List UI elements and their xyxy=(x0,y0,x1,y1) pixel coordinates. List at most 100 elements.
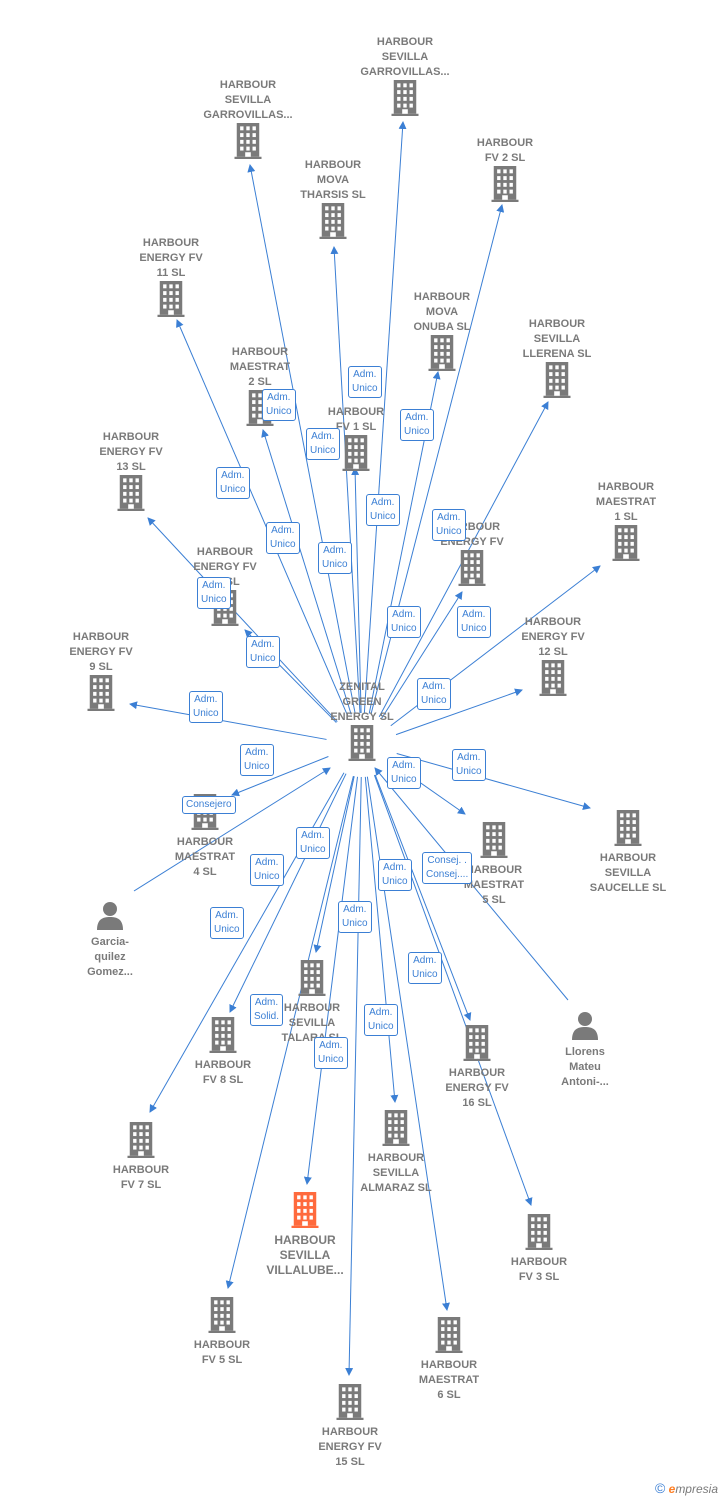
building-icon xyxy=(250,1192,360,1233)
node-label: HARBOUR SEVILLA GARROVILLAS... xyxy=(203,79,293,121)
node-fv16[interactable]: HARBOUR ENERGY FV 16 SL xyxy=(422,1025,532,1111)
relation-label[interactable]: Adm. Unico xyxy=(378,859,412,891)
relation-label[interactable]: Adm. Unico xyxy=(262,389,296,421)
node-label: HARBOUR MOVA THARSIS SL xyxy=(300,159,366,201)
building-icon xyxy=(278,203,388,244)
person-icon xyxy=(530,1010,640,1045)
node-label: HARBOUR SEVILLA SAUCELLE SL xyxy=(589,852,667,894)
relation-label[interactable]: Adm. Unico xyxy=(387,757,421,789)
relation-label[interactable]: Adm. Unico xyxy=(318,542,352,574)
building-icon xyxy=(168,1017,278,1058)
relation-label[interactable]: Adm. Unico xyxy=(387,606,421,638)
building-icon xyxy=(257,960,367,1001)
node-llerena[interactable]: HARBOUR SEVILLA LLERENA SL xyxy=(502,317,612,403)
relation-label[interactable]: Adm. Unico xyxy=(338,901,372,933)
node-fv9[interactable]: HARBOUR ENERGY FV 9 SL xyxy=(46,630,156,716)
edge-n_fv13 xyxy=(147,517,338,723)
building-icon xyxy=(450,166,560,207)
node-fv12[interactable]: HARBOUR ENERGY FV 12 SL xyxy=(498,615,608,701)
node-fv15[interactable]: HARBOUR ENERGY FV 15 SL xyxy=(295,1384,405,1470)
empresia-logo[interactable]: © empresia xyxy=(655,1480,718,1496)
relation-label[interactable]: Adm. Unico xyxy=(364,1004,398,1036)
node-fv2[interactable]: HARBOUR FV 2 SL xyxy=(450,136,560,207)
node-garcia[interactable]: Garcia- quilez Gomez... xyxy=(55,900,165,980)
relation-label[interactable]: Adm. Unico xyxy=(348,366,382,398)
node-label: HARBOUR SEVILLA GARROVILLAS... xyxy=(360,36,450,78)
node-onuba[interactable]: HARBOUR MOVA ONUBA SL xyxy=(387,290,497,376)
node-fv3[interactable]: HARBOUR FV 3 SL xyxy=(484,1214,594,1285)
relation-label[interactable]: Adm. Solid. xyxy=(250,994,284,1026)
relation-label[interactable]: Adm. Unico xyxy=(266,522,300,554)
edge-n_fv11 xyxy=(176,319,349,716)
node-label: HARBOUR FV 1 SL xyxy=(327,406,385,433)
relation-label[interactable]: Adm. Unico xyxy=(240,744,274,776)
node-garro2[interactable]: HARBOUR SEVILLA GARROVILLAS... xyxy=(193,78,303,164)
relation-label[interactable]: Adm. Unico xyxy=(452,749,486,781)
relation-label[interactable]: Consejero xyxy=(182,796,236,814)
node-fv11[interactable]: HARBOUR ENERGY FV 11 SL xyxy=(116,236,226,322)
node-maestrat6[interactable]: HARBOUR MAESTRAT 6 SL xyxy=(394,1317,504,1403)
node-villalube[interactable]: HARBOUR SEVILLA VILLALUBE... xyxy=(250,1192,360,1278)
center-node[interactable]: ZENITAL GREEN ENERGY SL xyxy=(307,680,417,766)
node-maestrat2[interactable]: HARBOUR MAESTRAT 2 SL xyxy=(205,345,315,431)
node-fv7[interactable]: HARBOUR FV 7 SL xyxy=(86,1122,196,1193)
relation-label[interactable]: Adm. Unico xyxy=(400,409,434,441)
building-icon xyxy=(307,725,417,766)
brand-initial: e xyxy=(668,1482,676,1496)
node-fv5[interactable]: HARBOUR FV 5 SL xyxy=(167,1297,277,1368)
node-garro1[interactable]: HARBOUR SEVILLA GARROVILLAS... xyxy=(350,35,460,121)
edge-n_fv3 xyxy=(373,774,533,1206)
relation-label[interactable]: Adm. Unico xyxy=(246,636,280,668)
edge-n_fv5 xyxy=(225,775,354,1289)
building-icon xyxy=(394,1317,504,1358)
node-label: HARBOUR SEVILLA LLERENA SL xyxy=(522,318,592,360)
node-maestrat_r[interactable]: HARBOUR MAESTRAT 5 SL xyxy=(439,822,549,908)
node-saucelle[interactable]: HARBOUR SEVILLA SAUCELLE SL xyxy=(573,810,683,896)
relation-label[interactable]: Adm. Unico xyxy=(314,1037,348,1069)
node-label: HARBOUR MAESTRAT 2 SL xyxy=(229,346,291,388)
edge-n_garro2 xyxy=(247,164,356,714)
node-tharsis[interactable]: HARBOUR MOVA THARSIS SL xyxy=(278,158,388,244)
edge-n_llorens xyxy=(374,767,569,1001)
relation-label[interactable]: Adm. Unico xyxy=(366,494,400,526)
building-icon xyxy=(573,810,683,851)
building-icon xyxy=(484,1214,594,1255)
node-fv1[interactable]: HARBOUR FV 1 SL xyxy=(301,405,411,476)
relation-label[interactable]: Consej. . Consej.... xyxy=(422,852,473,884)
edge-n_sevilla_mid xyxy=(313,776,355,953)
relation-label[interactable]: Adm. Unico xyxy=(432,509,466,541)
relation-label[interactable]: Adm. Unico xyxy=(306,428,340,460)
edge-n_garcia xyxy=(133,767,331,892)
node-label: HARBOUR FV 7 SL xyxy=(112,1164,170,1191)
node-fv8[interactable]: HARBOUR FV 8 SL xyxy=(168,1017,278,1088)
node-label: HARBOUR FV 8 SL xyxy=(194,1059,252,1086)
building-icon xyxy=(417,550,527,591)
relation-label[interactable]: Adm. Unico xyxy=(250,854,284,886)
edge-n_fv16 xyxy=(374,774,472,1021)
node-maestrat1[interactable]: HARBOUR MAESTRAT 1 SL xyxy=(571,480,681,566)
edge-n_maestrat2 xyxy=(261,429,352,715)
building-icon xyxy=(116,281,226,322)
relation-label[interactable]: Adm. Unico xyxy=(457,606,491,638)
building-icon xyxy=(301,435,411,476)
relation-label[interactable]: Adm. Unico xyxy=(210,907,244,939)
building-icon xyxy=(439,822,549,863)
node-label: HARBOUR ENERGY FV 16 SL xyxy=(445,1067,509,1109)
building-icon xyxy=(350,80,460,121)
edge-n_fv12 xyxy=(395,688,523,736)
node-label: HARBOUR MOVA ONUBA SL xyxy=(413,291,471,333)
edge-n_fv15 xyxy=(345,776,362,1376)
relation-label[interactable]: Adm. Unico xyxy=(408,952,442,984)
brand-name: mpresia xyxy=(675,1482,718,1496)
building-icon xyxy=(76,475,186,516)
node-fv13[interactable]: HARBOUR ENERGY FV 13 SL xyxy=(76,430,186,516)
node-almaraz[interactable]: HARBOUR SEVILLA ALMARAZ SL xyxy=(341,1110,451,1196)
relation-label[interactable]: Adm. Unico xyxy=(189,691,223,723)
building-icon xyxy=(387,335,497,376)
relation-label[interactable]: Adm. Unico xyxy=(296,827,330,859)
relation-label[interactable]: Adm. Unico xyxy=(417,678,451,710)
relation-label[interactable]: Adm. Unico xyxy=(197,577,231,609)
building-icon xyxy=(205,390,315,431)
node-llorens[interactable]: Llorens Mateu Antoni-... xyxy=(530,1010,640,1090)
relation-label[interactable]: Adm. Unico xyxy=(216,467,250,499)
